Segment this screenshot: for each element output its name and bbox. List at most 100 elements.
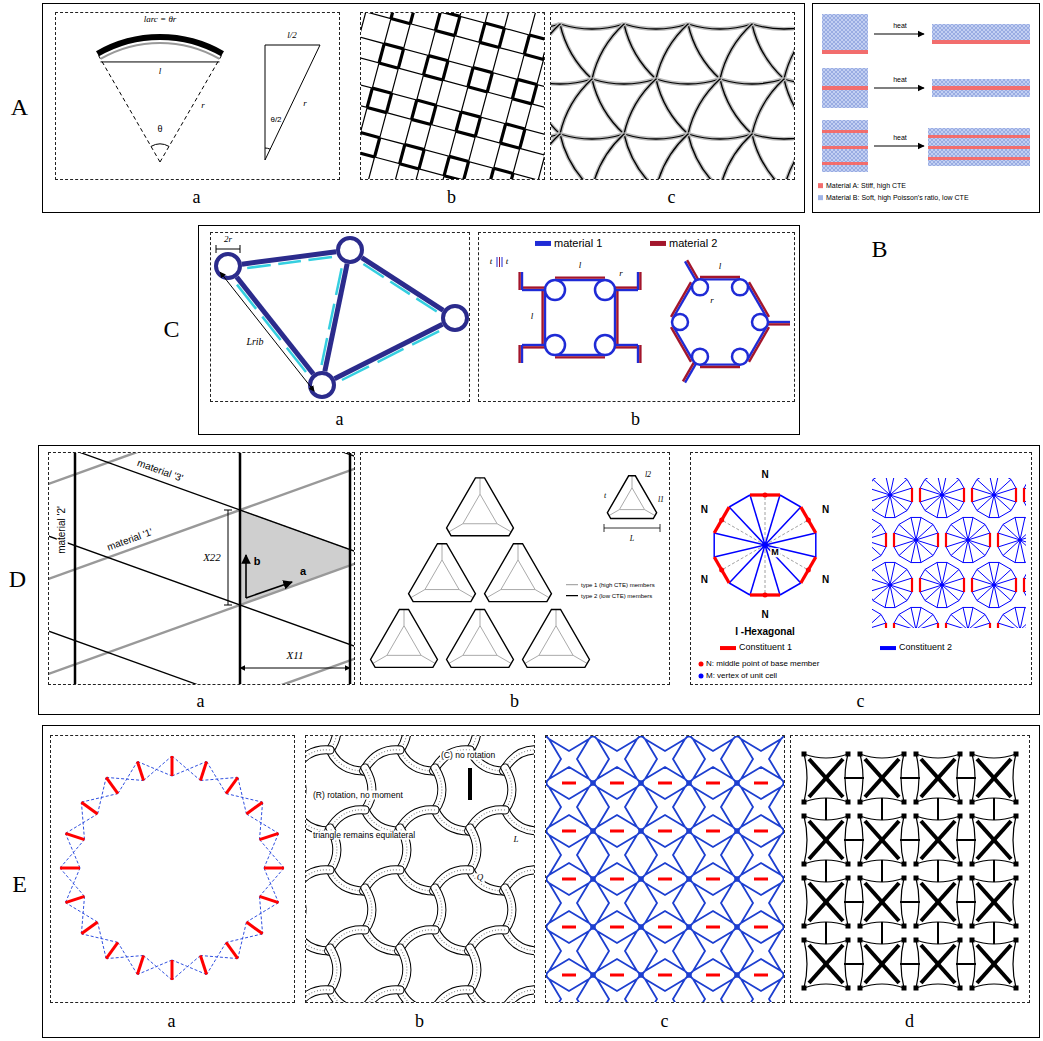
red-bar [562, 974, 576, 977]
red-bar [706, 878, 720, 881]
ligament-arm [375, 138, 380, 157]
curved-side [916, 878, 919, 926]
beam-hatching [365, 768, 372, 810]
curved-rib [656, 134, 688, 179]
constituent-2-member [1015, 540, 1020, 563]
constituent-2-member [972, 592, 977, 601]
subfigure-panel: b [478, 232, 795, 402]
constituent-2-member [873, 511, 885, 518]
rib [335, 324, 443, 378]
curved-side [860, 816, 863, 864]
figure-label: r [303, 99, 307, 108]
cross-member [977, 883, 1011, 921]
joint-square [735, 781, 740, 786]
ligament-layer-1 [522, 344, 545, 346]
curved-side [916, 878, 960, 882]
connector-bar [844, 901, 864, 903]
ligament-layer-1 [747, 283, 767, 318]
thickness-tick [502, 257, 503, 267]
joint-square [687, 973, 692, 978]
axis-line [722, 545, 765, 570]
corner-square [846, 862, 851, 867]
joint-square [591, 781, 596, 786]
curved-rib [560, 24, 592, 79]
beam-body [330, 990, 366, 1002]
connector-bar [937, 860, 939, 882]
connector-bar [956, 963, 976, 965]
curved-rib [551, 79, 560, 134]
constituent-2-member [872, 524, 881, 540]
curved-rib-shadow [688, 134, 720, 179]
connector-bar [881, 922, 883, 944]
ligament-arm [379, 63, 398, 68]
rib-lining [416, 298, 436, 311]
ligament-layer-2 [749, 282, 769, 317]
beam-body [470, 828, 477, 870]
beam-hatching [306, 750, 330, 771]
angle-arc [151, 144, 169, 146]
red-bar [610, 782, 624, 785]
type-1-member [539, 626, 573, 656]
material-1-member [49, 467, 354, 582]
connector-bar [937, 798, 939, 820]
node-circle [732, 279, 748, 295]
type-1-member [449, 524, 463, 532]
curved-rib-shadow [688, 79, 720, 134]
material-3-member [49, 533, 354, 648]
constituent-2-member [994, 495, 1011, 511]
curved-rib [624, 79, 656, 134]
corner-square [958, 986, 963, 991]
label-anchor: N [761, 610, 768, 621]
label-anchor: heat [893, 22, 907, 29]
red-bar [562, 782, 576, 785]
label-anchor: X22 [203, 552, 221, 564]
type-1-member [387, 626, 421, 656]
cross-member [865, 821, 899, 859]
ligament-arm [410, 13, 415, 24]
curved-rib [560, 134, 624, 139]
ligament-arm [386, 93, 391, 112]
beam-hatching [470, 948, 477, 990]
constituent-2-member [973, 517, 985, 524]
constituent-2-member [729, 495, 750, 507]
curved-rib [656, 24, 688, 79]
type-2-member [447, 478, 514, 536]
link-member [259, 868, 284, 896]
ligament-arm [506, 124, 525, 129]
beam-body [504, 990, 534, 1002]
constituent-2-member [1025, 607, 1026, 614]
constituent-2-member [985, 614, 990, 623]
corner-square [970, 924, 975, 929]
constituent-2-member [968, 540, 985, 556]
label-anchor: L [630, 535, 634, 543]
type-1-member [497, 524, 511, 532]
curved-rib-shadow [592, 79, 624, 134]
constituent-2-member [947, 601, 959, 608]
rib-lining [308, 257, 332, 260]
figure-label: r [619, 269, 623, 278]
beam-body [364, 990, 400, 1002]
curved-side [916, 984, 960, 988]
joint-square [687, 973, 692, 978]
corner-square [802, 752, 807, 757]
curved-side [860, 754, 863, 802]
corner-square [1014, 924, 1019, 929]
constituent-2-member [946, 524, 951, 533]
constituent-1-member [919, 488, 921, 502]
curved-rib [560, 79, 592, 134]
curved-side [804, 816, 807, 864]
curved-side [1013, 754, 1016, 802]
panel-letter-anchor: b [631, 409, 640, 428]
cross-member [977, 821, 1011, 859]
label-anchor: N [761, 470, 768, 481]
cross-member [921, 759, 955, 797]
reentrant-cell [597, 931, 637, 971]
cross-member [977, 883, 1011, 921]
joint-square [546, 781, 548, 786]
rib-lining [336, 268, 342, 295]
constituent-2-member [885, 585, 890, 608]
rib-lining [390, 281, 410, 294]
thermal-cell-lattice [371, 476, 660, 668]
curved-side [916, 940, 919, 988]
constituent-1-member [714, 507, 729, 533]
